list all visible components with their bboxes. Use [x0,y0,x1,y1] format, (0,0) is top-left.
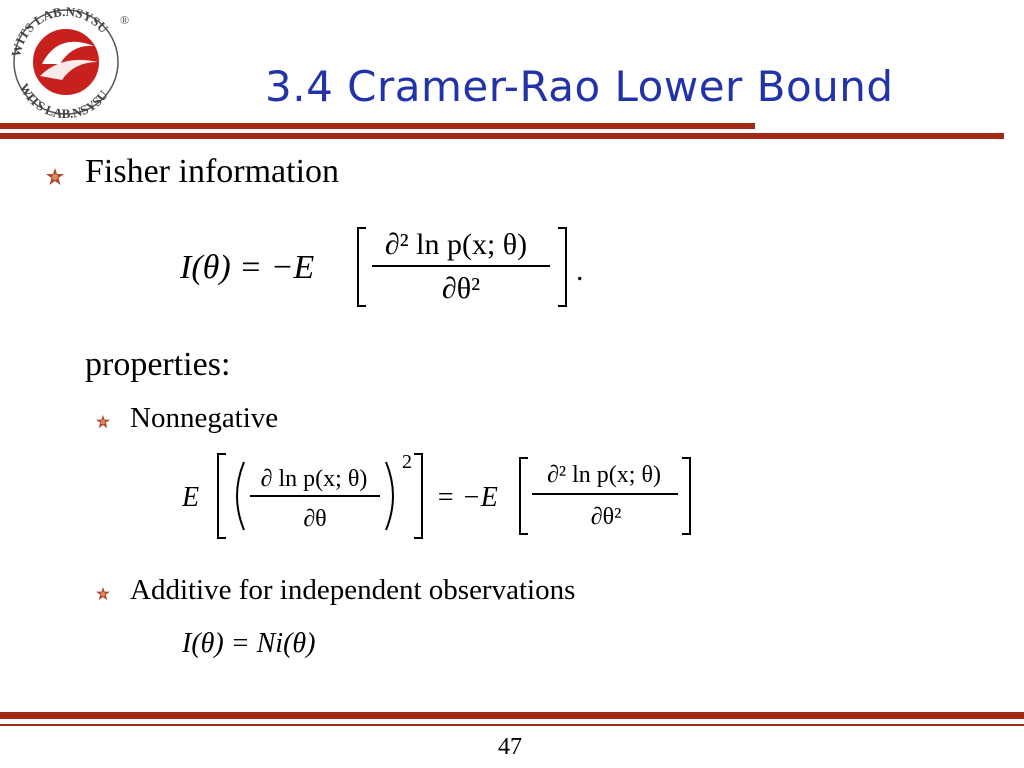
wits-lab-logo: WITS LAB.NSYSU WITS LAB.NSYSU ® [8,4,129,121]
eq2-rhs-numerator: ∂² ln p(x; θ) [547,462,661,488]
sub-bullet-star-icon [96,415,110,429]
bullet-star-icon [46,168,64,185]
logo-emblem-icon [13,9,119,115]
sub-bullet-additive: Additive for independent observations [130,574,576,606]
eq2-equals: = −E [436,482,498,513]
sub-bullet-nonnegative: Nonnegative [130,402,279,434]
footer-rule-upper [0,712,1024,719]
header-rule-lower [0,133,1004,139]
properties-label: properties: [85,346,231,383]
slide-title: 3.4 Cramer-Rao Lower Bound [265,62,894,111]
eq1-denominator: ∂θ² [442,272,480,305]
eq1-trailing: . [576,254,584,287]
eq2-inner-numerator: ∂ ln p(x; θ) [261,466,368,492]
footer-rule-lower [0,724,1024,726]
eq1-numerator: ∂² ln p(x; θ) [385,228,527,261]
header-rule-upper [0,123,755,129]
eq2-rhs-denominator: ∂θ² [591,504,622,530]
eq2-exponent: 2 [402,451,412,473]
sub-bullet-star-icon [96,587,110,601]
eq2-lhs-e: E [182,482,199,513]
equation-fisher-information: I(θ) = −E ∂² ln p(x; θ) ∂θ² . [180,227,584,307]
registered-mark: ® [120,13,129,27]
eq2-inner-denominator: ∂θ [303,506,326,532]
eq1-lhs: I(θ) = −E [180,249,315,286]
equation-nonnegative: E ∂ ln p(x; θ) ∂θ 2 = −E ∂² ln p(x; θ) ∂… [182,451,691,539]
bullet-fisher-information: Fisher information [85,153,340,190]
page-number: 47 [498,734,522,760]
equation-additive: I(θ) = Ni(θ) [182,628,315,659]
eq3-text: I(θ) = Ni(θ) [182,628,315,659]
